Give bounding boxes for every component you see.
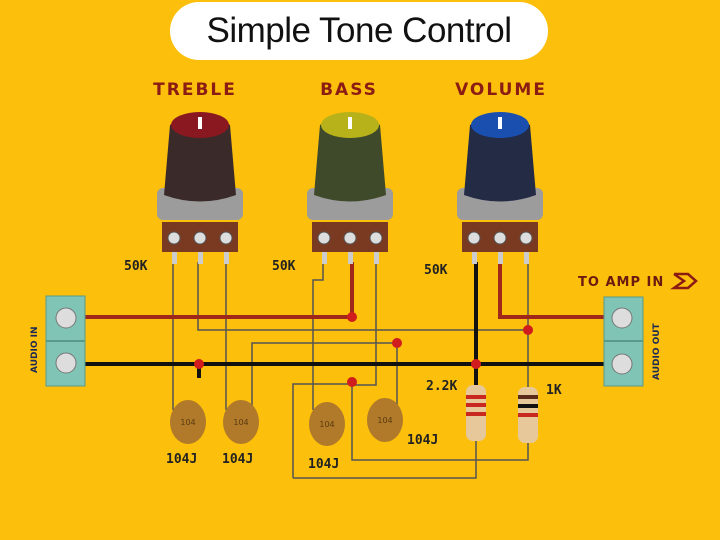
capacitor: 104 — [309, 402, 345, 446]
knob-body — [314, 115, 386, 202]
resistor-2k2 — [466, 385, 486, 441]
volume-label: VOLUME — [455, 80, 547, 100]
bass-label: BASS — [320, 80, 378, 100]
junction-dot — [392, 338, 402, 348]
capacitor: 104 — [170, 400, 206, 444]
bass-potentiometer[interactable] — [307, 112, 393, 264]
wire-bass-left — [312, 262, 324, 410]
wire-2k2-bottom — [293, 440, 477, 479]
screw-icon — [611, 353, 633, 375]
junction-dot — [194, 359, 204, 369]
screw-icon — [611, 307, 633, 329]
wire-ground-return — [292, 383, 352, 478]
resistor-value: 2.2K — [426, 379, 457, 394]
to-amp-label: TO AMP IN — [578, 275, 664, 290]
arrow-right-icon — [670, 272, 698, 290]
svg-text:104: 104 — [377, 416, 392, 425]
wire-bass-right — [352, 262, 377, 386]
wire-1k-bottom — [351, 384, 529, 461]
junction-dot — [347, 312, 357, 322]
resistor-value: 1K — [546, 383, 562, 398]
output-signal-wire — [498, 262, 605, 319]
audio-in-terminal[interactable] — [45, 295, 86, 387]
bass-value: 50K — [272, 259, 296, 274]
resistor-1k — [518, 387, 538, 443]
page-title: Simple Tone Control — [170, 2, 548, 60]
cap-value: 104J — [407, 433, 438, 448]
wire-treble-wiper — [197, 262, 528, 331]
junction-dot — [471, 359, 481, 369]
junction-dot — [523, 325, 533, 335]
svg-text:104: 104 — [319, 420, 334, 429]
junction-dot — [347, 377, 357, 387]
treble-value: 50K — [124, 259, 148, 274]
junctions — [194, 312, 533, 387]
capacitor: 104 — [223, 400, 259, 444]
svg-text:104: 104 — [180, 418, 195, 427]
capacitor: 104 — [367, 398, 403, 442]
audio-out-label: AUDIO OUT — [652, 322, 662, 380]
knob-body — [164, 115, 236, 202]
knob-body — [464, 115, 536, 202]
treble-label: TREBLE — [153, 80, 237, 100]
treble-potentiometer[interactable] — [157, 112, 243, 264]
cap-value: 104J — [222, 452, 253, 467]
volume-value: 50K — [424, 263, 448, 278]
wire-cap-link — [251, 342, 398, 420]
audio-out-terminal[interactable] — [603, 296, 644, 387]
screw-icon — [55, 307, 77, 329]
cap-value: 104J — [308, 457, 339, 472]
volume-potentiometer[interactable] — [457, 112, 543, 264]
audio-in-label: AUDIO IN — [30, 327, 40, 373]
screw-icon — [55, 352, 77, 374]
svg-text:104: 104 — [233, 418, 248, 427]
cap-value: 104J — [166, 452, 197, 467]
thin-wires — [172, 262, 529, 479]
